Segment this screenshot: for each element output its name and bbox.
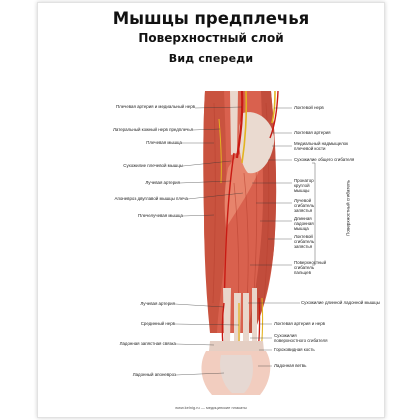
right-leader-lines [248,107,300,367]
label-brachial-artery-median-nerve: Плечевая артерия и медиальный нерв [116,104,195,109]
poster-title: Мышцы предплечья [112,9,310,28]
label-lateral-cutaneous-nerve: Латеральный кожный нерв предплечья [113,127,193,132]
poster-view-label: Вид спереди [168,52,254,65]
label-flexor-carpi-ulnaris: Локтевой сгибатель запястья [294,234,315,250]
label-flexor-digitorum-superficialis: Поверхностный сгибатель пальцев [294,260,327,276]
label-bicipital-aponeurosis: Апоневроз двуглавой мышцы плеча [114,196,188,201]
brachial-artery [235,90,244,159]
label-ulnar-artery-and-nerve: Локтевая артерия и нерв [274,321,326,326]
biceps-tendon [230,91,238,155]
bicipital-aponeurosis [238,112,275,174]
median-nerve [241,90,248,164]
label-palmar-branch: Ладонная ветвь [274,363,307,368]
label-brachioradialis: Плечелучевая мышца [137,213,183,218]
label-common-flexor-tendon: Сухожилие общего сгибателя [294,157,355,162]
lateral-cutaneous-nerve [218,118,222,184]
label-brachialis-tendon: Сухожилие плечевой мышцы [123,163,183,168]
flexor-group-bracket [312,162,316,266]
label-pronator-teres: Пронатор круглой мышцы [294,178,314,194]
palmar-aponeurosis [220,355,253,393]
label-palmar-aponeurosis: Ладонный апоневроз [132,372,176,377]
ulnar-nerve [271,90,276,124]
label-pisiform-bone: Гороховидная кость [274,347,315,352]
label-radial-artery-lower: Лучевая артерия [140,301,175,306]
label-brachialis: Плечевая мышца [146,140,182,145]
label-superficial-flexor-group: Поверхностный сгибатель [345,180,351,236]
palmar-carpal-ligament [209,341,264,351]
label-palmar-carpal-ligament: Ладонная запястная связка [119,341,176,346]
poster-subtitle: Поверхностный слой [138,31,284,45]
label-superficial-flexor-tendons: Сухожилия поверхностного сгибателя [274,333,328,344]
label-palmaris-longus: Длинная ладонная мышца [294,216,314,232]
forearm-illustration [174,90,316,395]
label-ulnar-artery: Локтевая артерия [294,130,331,135]
label-palmaris-longus-tendon: Сухожилие длинной ладонной мышцы [301,300,380,305]
label-medial-epicondyle: Медиальный надмыщелок плечевой кости [294,141,349,152]
poster-footer: www.kelnig.ru — медицинские плакаты [175,405,247,410]
label-median-nerve: Срединный нерв [140,321,175,326]
label-flexor-carpi-radialis: Лучевой сгибатель запястья [294,198,315,214]
anatomy-poster: Мышцы предплечья Поверхностный слой Вид … [37,2,385,418]
label-ulnar-nerve: Локтевой нерв [294,105,324,110]
label-radial-artery-upper: Лучевая артерия [145,180,180,185]
left-leader-lines [174,106,244,376]
ulnar-artery [269,90,279,139]
